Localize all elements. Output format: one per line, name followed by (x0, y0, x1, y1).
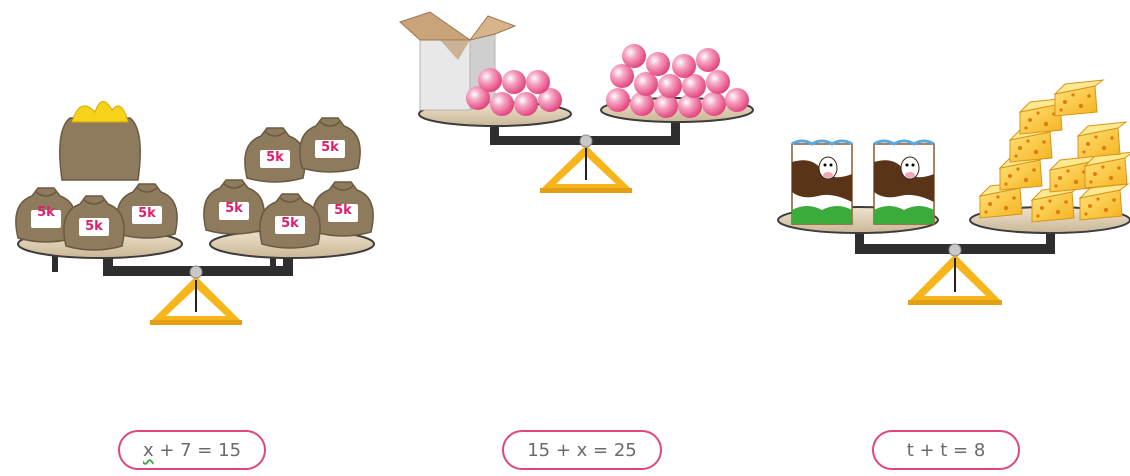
svg-text:5k: 5k (138, 206, 156, 221)
svg-text:5k: 5k (37, 205, 55, 220)
weight-bag-5k-icon: 5k (116, 183, 178, 239)
pink-ball-icon (610, 64, 634, 88)
scale-2-stand (490, 122, 680, 193)
equation-3: t + t = 8 (872, 430, 1020, 470)
cheese-wedge-icon (1054, 79, 1104, 117)
pink-ball-icon (466, 86, 490, 110)
weight-bag-5k-icon: 5k (15, 187, 77, 243)
svg-text:5k: 5k (334, 203, 352, 218)
pink-ball-icon (622, 44, 646, 68)
pink-ball-icon (606, 88, 630, 112)
pink-ball-icon (514, 92, 538, 116)
cheese-wedge-icon (1079, 183, 1129, 221)
svg-text:5k: 5k (225, 201, 243, 216)
pink-ball-icon (725, 88, 749, 112)
pink-ball-icon (654, 94, 678, 118)
equation-2: 15 + x = 25 (502, 430, 662, 470)
scale-1-stand (52, 248, 293, 325)
scale-1: 5k 5k 5k 5k 5k 5k 5k 5k (15, 101, 375, 325)
svg-text:5k: 5k (266, 150, 284, 165)
pink-ball-icon (502, 70, 526, 94)
equation-3-text: t + t = 8 (906, 439, 986, 461)
pink-ball-icon (696, 48, 720, 72)
pink-ball-icon (706, 70, 730, 94)
equation-1-rest: + 7 = 15 (153, 439, 242, 461)
scale-3 (777, 79, 1130, 305)
pink-ball-icon (634, 72, 658, 96)
weight-bag-5k-icon: 5k (312, 181, 374, 237)
equation-1: x + 7 = 15 (118, 430, 266, 470)
pink-ball-icon (630, 92, 654, 116)
weight-bag-5k-icon: 5k (244, 127, 306, 183)
weight-bag-5k-icon: 5k (63, 195, 125, 251)
pink-ball-icon (672, 54, 696, 78)
pink-ball-icon (478, 68, 502, 92)
svg-text:5k: 5k (281, 216, 299, 231)
sand-bag-icon (59, 101, 141, 181)
pink-ball-icon (658, 74, 682, 98)
pink-ball-icon (682, 74, 706, 98)
milk-carton-icon (790, 139, 854, 226)
milk-carton-icon (872, 139, 936, 226)
pink-ball-icon (538, 88, 562, 112)
scale-3-stand (855, 228, 1055, 305)
pink-ball-icon (646, 52, 670, 76)
equation-1-variable: x (142, 439, 154, 461)
pink-balls-left (466, 68, 562, 116)
weight-bag-5k-icon: 5k (259, 193, 321, 249)
pink-ball-icon (526, 70, 550, 94)
pink-ball-icon (702, 92, 726, 116)
svg-text:5k: 5k (321, 140, 339, 155)
svg-text:5k: 5k (85, 219, 103, 234)
weight-bag-5k-icon: 5k (299, 117, 361, 173)
weight-bag-5k-icon: 5k (203, 179, 265, 235)
scale-2 (399, 11, 754, 193)
pink-ball-icon (490, 92, 514, 116)
pink-balls-right (606, 44, 749, 118)
pink-ball-icon (678, 94, 702, 118)
equation-2-text: 15 + x = 25 (527, 439, 637, 461)
cheese-wedge-icon (1077, 121, 1127, 159)
cheese-pile (979, 79, 1130, 223)
